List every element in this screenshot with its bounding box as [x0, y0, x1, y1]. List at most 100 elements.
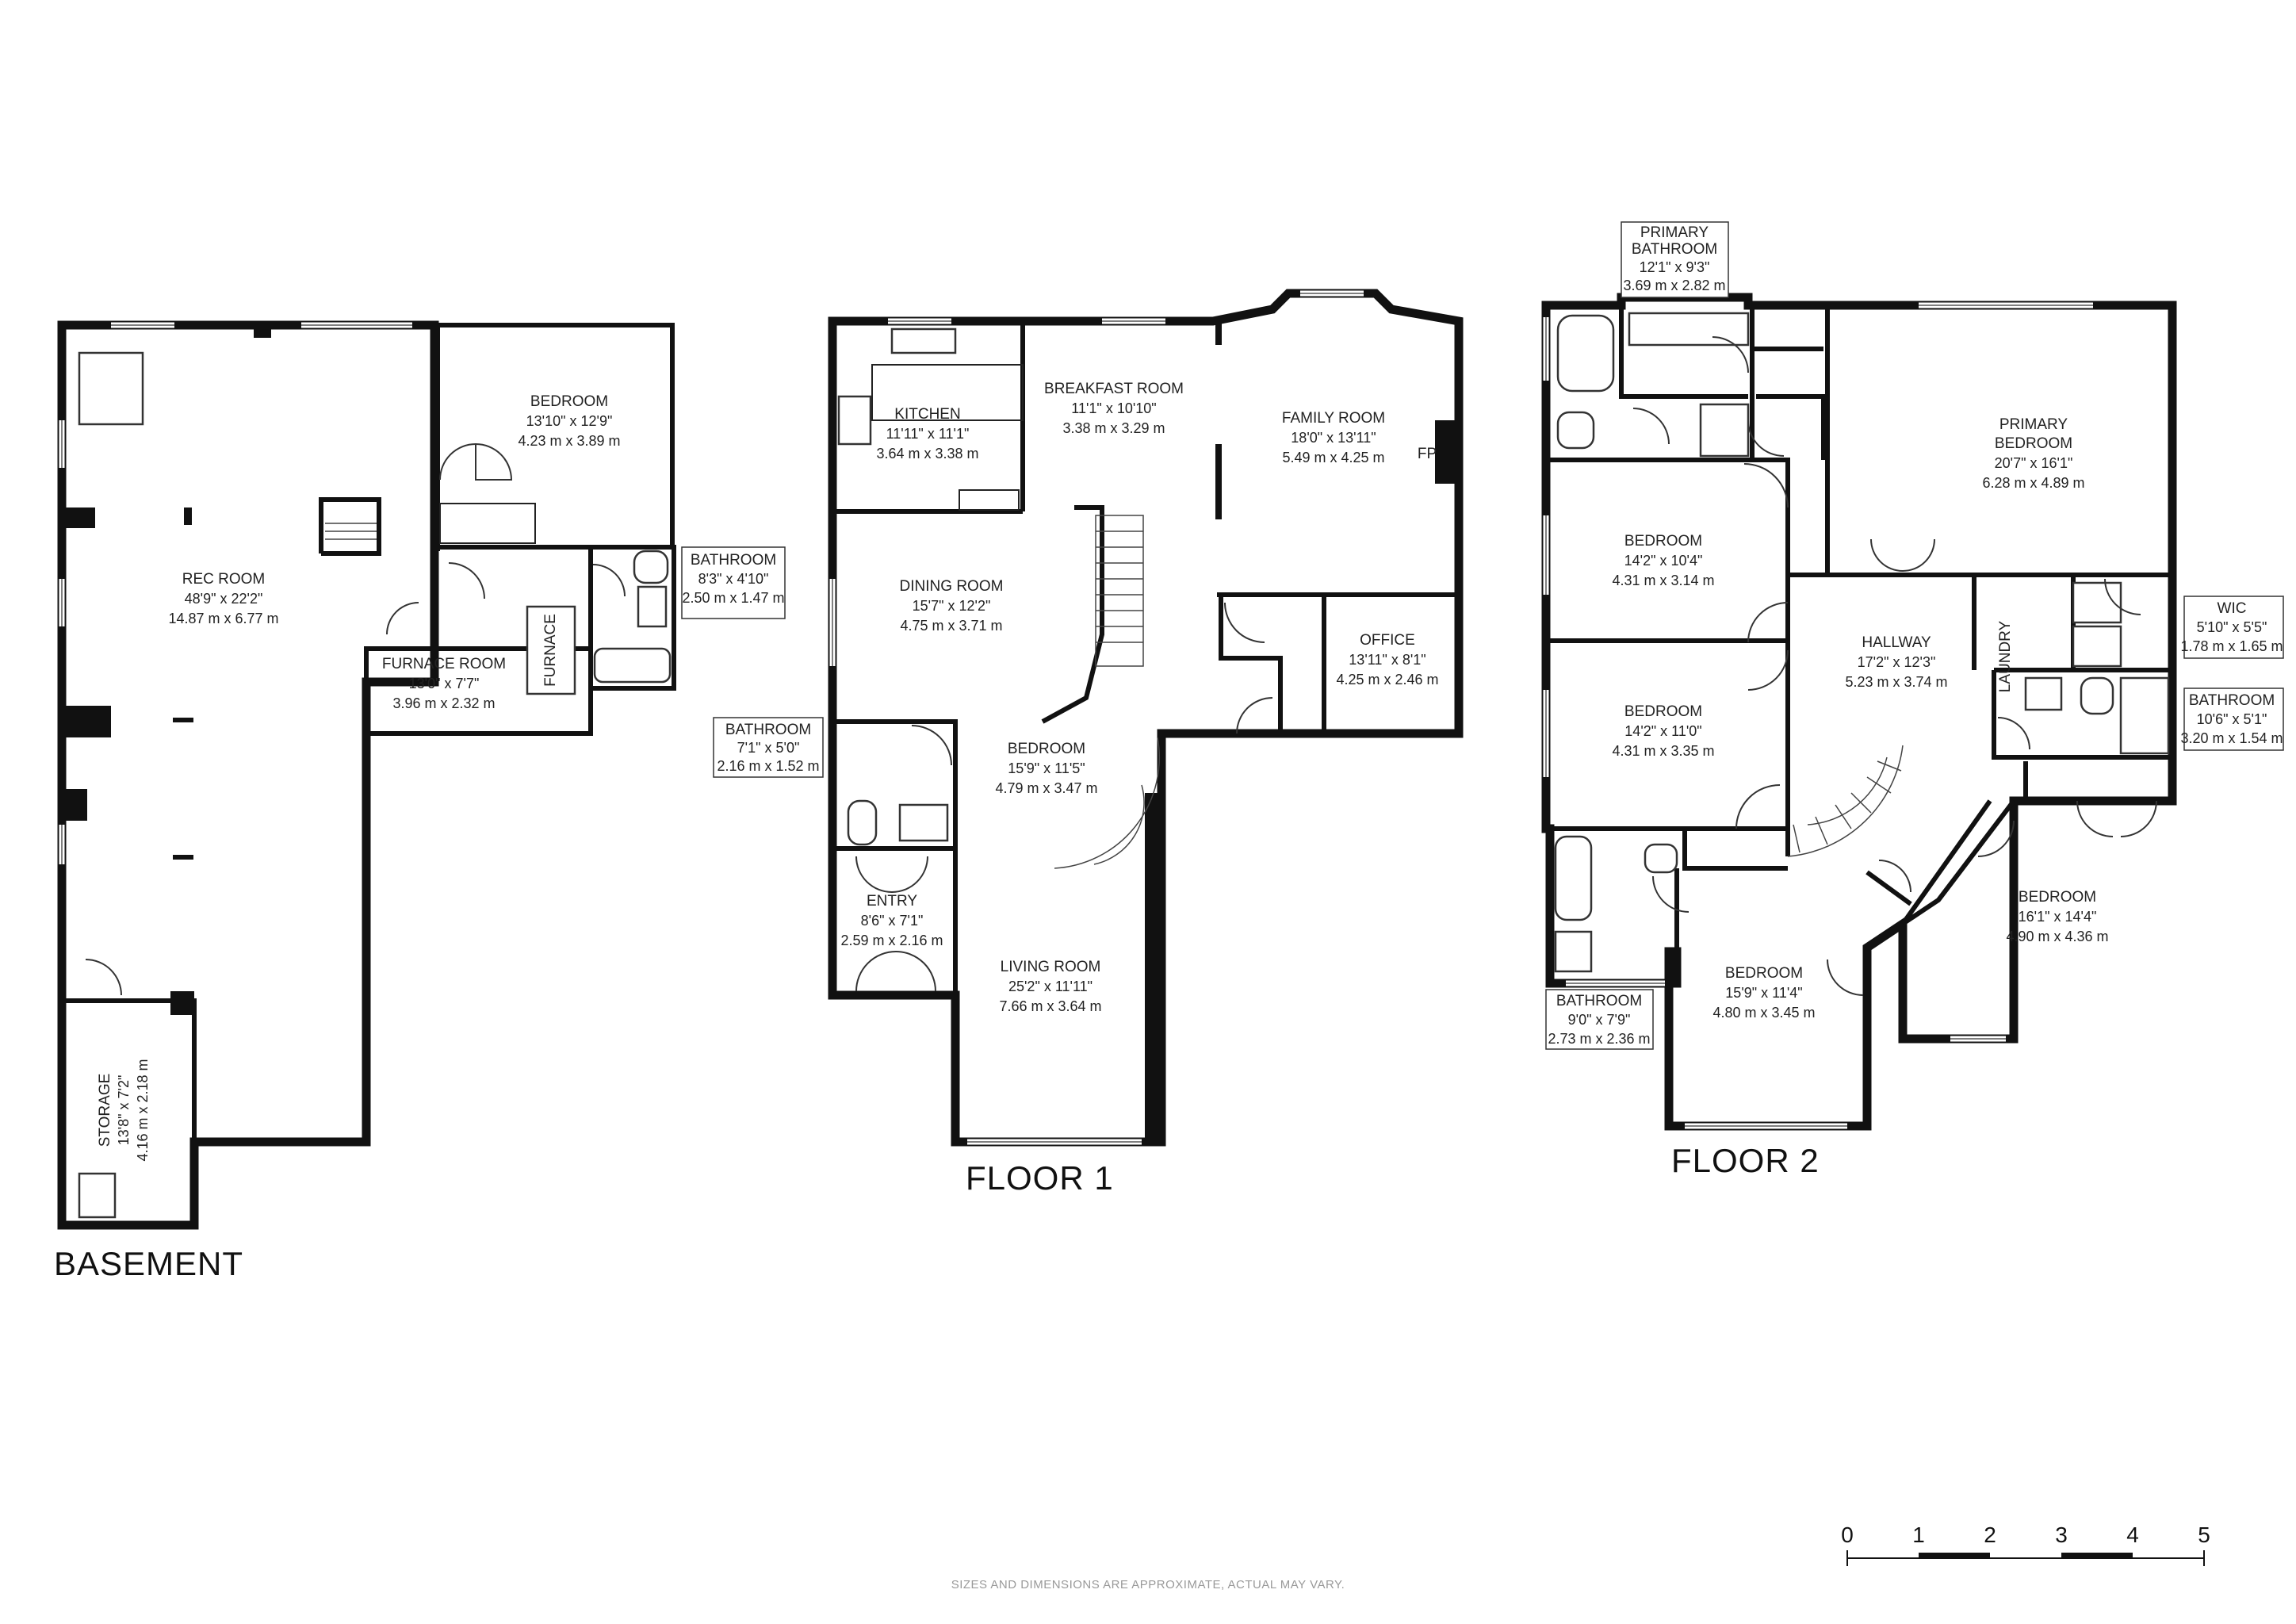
room-dimension: 11'11" x 11'1" — [886, 426, 970, 442]
room-name: BEDROOM — [1725, 965, 1803, 982]
kitchen-counter — [959, 489, 1020, 511]
shower-door — [1712, 336, 1749, 373]
room-dimension: 14'2" x 10'4" — [1624, 553, 1703, 569]
room-name: BEDROOM — [530, 393, 608, 410]
floor1-stairs — [1054, 515, 1161, 869]
column — [63, 508, 95, 528]
front-door — [895, 951, 936, 992]
floor-title-basement: BASEMENT — [54, 1245, 243, 1282]
label-box — [1621, 221, 1729, 298]
office-door — [1224, 602, 1265, 643]
furnace-door — [386, 602, 419, 635]
primary-bath-wall — [1619, 305, 1748, 399]
room-name: STORAGE — [97, 1074, 113, 1147]
room-dimension: 4.90 m x 4.36 m — [2006, 929, 2108, 944]
room-dimension: 4.79 m x 3.47 m — [995, 780, 1097, 796]
room-dimension: 3.64 m x 3.38 m — [876, 446, 978, 462]
vanity — [1628, 312, 1750, 347]
room-name: BEDROOM — [1008, 741, 1085, 757]
room-name: FURNACE ROOM — [382, 656, 506, 672]
room-name: BREAKFAST ROOM — [1044, 381, 1184, 397]
room-dimension: 7.66 m x 3.64 m — [999, 998, 1101, 1014]
room-dimension: 4.23 m x 3.89 m — [518, 433, 620, 449]
room-name: PRIMARY — [1640, 224, 1709, 241]
bath-door — [1997, 717, 2030, 750]
bedroom-door — [439, 443, 476, 481]
scale-bar: 0 1 2 3 4 5 — [1841, 1522, 2210, 1566]
room-name: BATHROOM — [2189, 692, 2275, 709]
bedroom-angled-wall — [1901, 799, 2016, 926]
scale-tick: 2 — [1984, 1522, 1996, 1547]
bathroom-walls — [588, 545, 676, 691]
room-name: BEDROOM — [2019, 889, 2096, 906]
room-dimension: 7'1" x 5'0" — [737, 740, 800, 756]
room-dimension: 4.16 m x 2.18 m — [135, 1059, 151, 1161]
column — [254, 325, 271, 338]
storage-fixture — [78, 1172, 117, 1219]
bathroom-door — [1652, 875, 1689, 913]
furnace-door — [448, 562, 485, 599]
scale-tick: 5 — [2198, 1522, 2210, 1547]
floor2-plan: PRIMARY BATHROOM 12'1" x 9'3" 3.69 m x 2… — [1541, 221, 2284, 1179]
storage-door — [85, 959, 122, 996]
bedroom-door — [1735, 784, 1781, 829]
room-dimension: 12'1" x 9'3" — [1640, 259, 1710, 275]
sink — [2024, 676, 2063, 711]
room-dimension: 8'3" x 4'10" — [698, 571, 769, 587]
label-box — [713, 717, 824, 778]
basement-stairs — [325, 523, 377, 540]
stove — [837, 395, 872, 446]
room-dimension: 2.73 m x 2.36 m — [1548, 1031, 1650, 1047]
toilet — [1644, 843, 1678, 874]
toilet — [2080, 676, 2114, 715]
kitchen-island — [871, 364, 1024, 421]
label-box — [2183, 688, 2284, 751]
room-dimension: 15'9" x 11'4" — [1725, 985, 1802, 1001]
room-dimension: 13'11" x 8'1" — [1349, 652, 1425, 668]
toilet — [633, 550, 669, 584]
furnace-label: FURNACE — [542, 614, 559, 687]
bathtub — [1556, 314, 1615, 393]
closet-door — [1747, 419, 1785, 457]
laundry-label: LAUNDRY — [1997, 620, 2014, 692]
basement-fixture — [78, 351, 144, 426]
bathtub — [593, 647, 672, 684]
bathroom-door — [592, 564, 626, 597]
room-name: PRIMARY — [1999, 416, 2068, 433]
front-door — [855, 951, 897, 992]
room-name: ENTRY — [867, 893, 917, 910]
bedroom-angled-wall — [1900, 799, 1992, 925]
room-dimension: 2.50 m x 1.47 m — [682, 590, 784, 606]
office-walls — [1219, 595, 1283, 733]
shower — [1699, 403, 1750, 458]
room-name: OFFICE — [1360, 632, 1415, 649]
room-dimension: 10'6" x 5'1" — [2197, 711, 2267, 727]
washer — [2072, 581, 2122, 624]
room-name: FAMILY ROOM — [1282, 410, 1385, 427]
door — [1236, 697, 1273, 734]
bedroom-door — [1743, 463, 1789, 508]
room-name: REC ROOM — [182, 571, 266, 588]
room-dimension: 6.28 m x 4.89 m — [1982, 475, 2084, 491]
primary-bedroom-door — [1902, 538, 1935, 572]
shower — [2119, 676, 2170, 755]
label-box — [1545, 989, 1654, 1050]
label-box — [2183, 596, 2284, 659]
label-box — [681, 546, 786, 619]
closet-wall — [1756, 394, 1826, 460]
primary-bath-door — [1632, 408, 1670, 445]
floor-title-floor2: FLOOR 2 — [1671, 1142, 1820, 1179]
bedroom-door — [1977, 820, 2015, 857]
bathroom-door — [911, 725, 952, 766]
room-name: BATHROOM — [1632, 241, 1717, 258]
dryer — [2072, 625, 2122, 668]
hall-angled-wall — [1866, 870, 1912, 906]
room-dimension: 3.20 m x 1.54 m — [2180, 730, 2283, 746]
room-dimension: 4.25 m x 2.46 m — [1336, 672, 1438, 688]
room-dimension: 5'10" x 5'5" — [2197, 619, 2267, 635]
room-name: HALLWAY — [1862, 634, 1931, 651]
room-dimension: 4.75 m x 3.71 m — [900, 618, 1002, 634]
scale-tick: 1 — [1912, 1522, 1925, 1547]
room-dimension: 20'7" x 16'1" — [1995, 455, 2073, 471]
room-dimension: 11'1" x 10'10" — [1071, 400, 1156, 416]
